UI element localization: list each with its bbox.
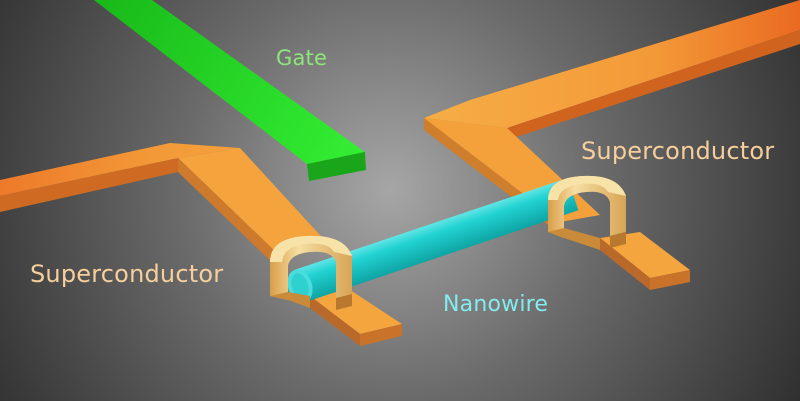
superconductor-right-label: Superconductor: [581, 137, 775, 165]
superconductor-left-label: Superconductor: [30, 260, 224, 288]
gate-electrode: [94, 0, 366, 181]
contact-clamp-left: [270, 235, 352, 310]
contact-clamp-right: [548, 175, 626, 250]
nanowire-label: Nanowire: [443, 292, 549, 317]
gate-label: Gate: [276, 46, 328, 70]
superconductor-left-lead: [0, 143, 402, 346]
